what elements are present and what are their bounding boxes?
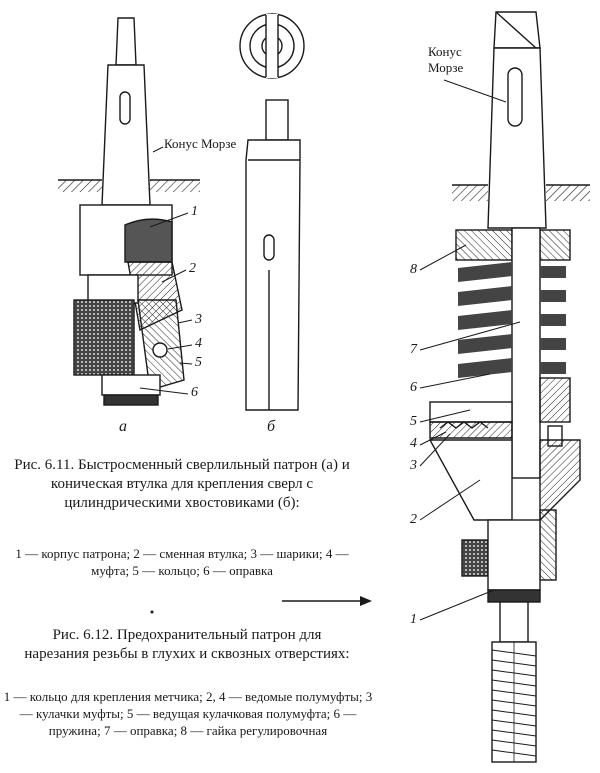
sub-figure-b-label: б <box>267 418 276 435</box>
part-number-4: 4 <box>195 336 202 351</box>
fig612-part-number-4: 4 <box>410 436 417 451</box>
part-number-6: 6 <box>191 385 198 400</box>
fig611-b-drawing <box>239 13 305 411</box>
fig612-part-number-8: 8 <box>410 262 417 277</box>
fig612-part-number-3: 3 <box>410 458 417 473</box>
part-number-3: 3 <box>195 312 202 327</box>
fig612-part-number-2: 2 <box>410 512 417 527</box>
fig612-part-number-7: 7 <box>410 342 417 357</box>
fig612-part-number-5: 5 <box>410 414 417 429</box>
part-number-1: 1 <box>191 204 198 219</box>
pointer-arrow <box>282 596 372 606</box>
fig612-part-number-1: 1 <box>410 612 417 627</box>
morse-taper-label-612-line1: Конус <box>428 44 462 59</box>
fig612-drawing <box>419 11 590 763</box>
fig611-caption-legend: 1 — корпус патрона; 2 — сменная втулка; … <box>15 546 349 578</box>
fig611-caption-title: Рис. 6.11. Быстросменный сверлильный пат… <box>14 457 350 511</box>
morse-taper-label-612-line2: Морзе <box>428 60 464 75</box>
part-number-5: 5 <box>195 355 202 370</box>
dot-mark <box>150 610 154 614</box>
part-number-2: 2 <box>189 261 196 276</box>
morse-taper-label: Конус Морзе <box>164 136 237 151</box>
fig612-caption-title: Рис. 6.12. Предохранительный патрон для … <box>24 627 350 662</box>
fig612-caption-legend: 1 — кольцо для крепления метчика; 2, 4 —… <box>3 689 373 738</box>
fig611-a-drawing <box>58 17 200 406</box>
fig612-part-number-6: 6 <box>410 380 417 395</box>
sub-figure-a-label: а <box>119 418 127 435</box>
